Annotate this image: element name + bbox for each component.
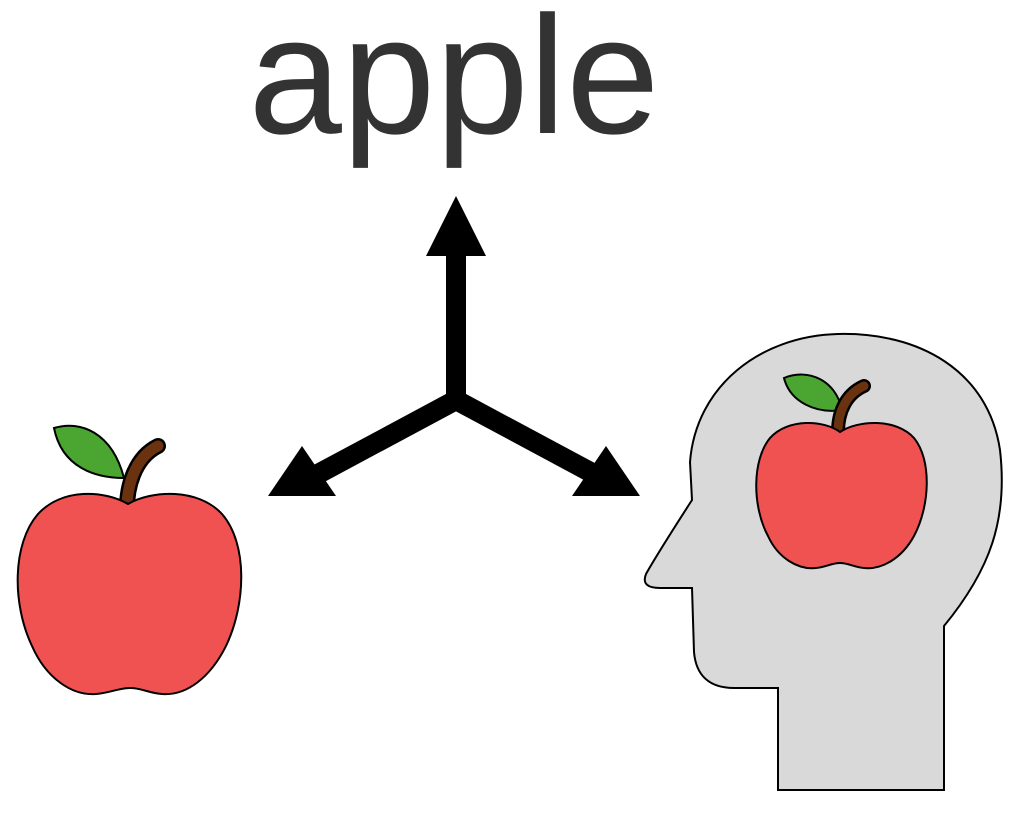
word-label: apple — [248, 0, 659, 169]
leaf-icon — [52, 424, 126, 480]
arrow-right — [451, 391, 640, 496]
arrow-up — [426, 196, 486, 400]
apple-body — [755, 422, 928, 570]
three-way-arrow-icon — [268, 196, 640, 496]
apple-icon — [16, 424, 243, 696]
apple-body — [16, 492, 243, 696]
arrow-left — [268, 391, 461, 496]
head-with-apple-icon — [643, 332, 1003, 791]
